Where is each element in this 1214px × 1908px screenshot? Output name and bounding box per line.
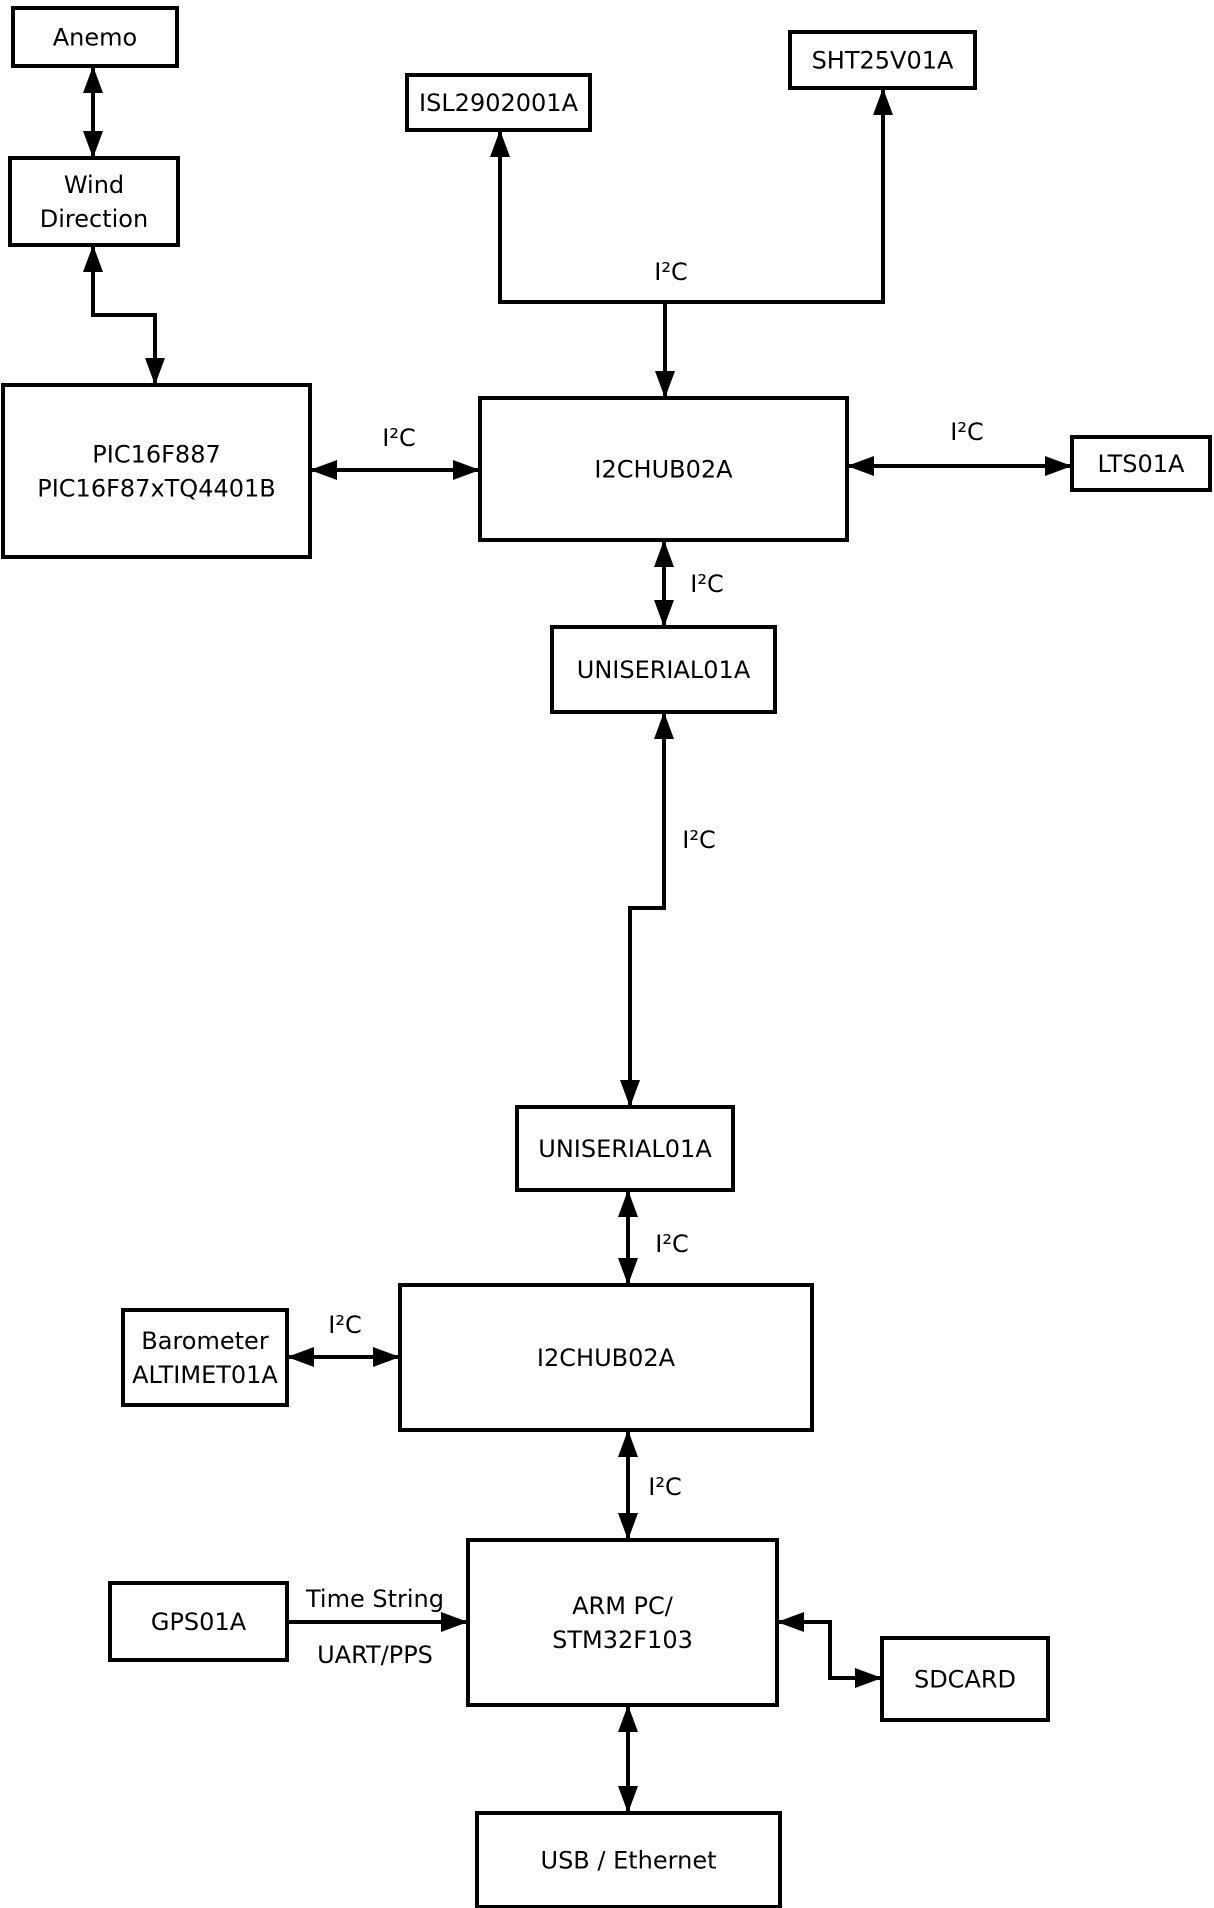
node-arm-pc-stm32f103: ARM PC/STM32F103: [466, 1538, 779, 1707]
edge-line-uniserial-top-uniserial-bottom: [620, 712, 674, 1107]
node-i2chub02a-bottom: I2CHUB02A: [398, 1283, 814, 1432]
node-box-arm-pc-stm32f103: [466, 1538, 779, 1707]
edge-line-arm-pc-sdcard: [777, 1612, 882, 1688]
edge-pic16f887-i2chub-top: I²C: [310, 424, 480, 480]
node-label-sht25v01a: SHT25V01A: [812, 46, 954, 74]
node-box-uniserial01a-bottom: [515, 1105, 735, 1192]
node-label-lts01a: LTS01A: [1098, 450, 1186, 478]
node-label-i2chub02a-bottom: I2CHUB02A: [537, 1344, 676, 1372]
edge-uniserial-bottom-i2chub-bottom: I²C: [618, 1190, 689, 1285]
edges-layer: I²C I²C I²C I²C I²C I²C I²C I²C Time StringUART/…: [83, 66, 1072, 1813]
edge-label-i2chub-top-lts01a: I²C: [950, 418, 983, 446]
node-label-usb-ethernet: USB / Ethernet: [541, 1846, 717, 1874]
node-box-anemo: [11, 6, 179, 68]
node-box-wind-direction: [8, 156, 180, 247]
edge-label-i2chub-bottom-arm-pc: I²C: [648, 1473, 681, 1501]
edge-line-wind-direction-pic16f887: [83, 245, 165, 385]
node-box-barometer-altimet01a: [121, 1308, 289, 1407]
node-sht25v01a: SHT25V01A: [788, 30, 977, 90]
node-anemo: Anemo: [11, 6, 179, 68]
edge-label-isl-sht-i2c-tee: I²C: [654, 258, 687, 286]
edge-wind-direction-pic16f887: [83, 245, 165, 385]
node-box-pic16f887: [1, 383, 312, 559]
edge-label-i2chub-top-uniserial-top: I²C: [690, 570, 723, 598]
node-uniserial01a-top: UNISERIAL01A: [550, 625, 777, 714]
edge-i2chub-top-uniserial-top: I²C: [654, 540, 724, 627]
node-box-usb-ethernet: [475, 1811, 782, 1908]
edge-i2chub-top-lts01a: I²C: [847, 418, 1072, 476]
node-gps01a: GPS01A: [108, 1581, 289, 1662]
node-i2chub02a-top: I2CHUB02A: [478, 396, 849, 542]
node-label-i2chub02a-top: I2CHUB02A: [594, 455, 733, 483]
edge-isl-sht-i2c-tee: I²C: [490, 88, 893, 304]
node-box-uniserial01a-top: [550, 625, 777, 714]
node-label-gps01a: GPS01A: [151, 1608, 247, 1636]
edge-barometer-i2chub-bottom: I²C: [287, 1311, 400, 1367]
node-usb-ethernet: USB / Ethernet: [475, 1811, 782, 1908]
node-box-i2chub02a-bottom: [398, 1283, 814, 1432]
node-box-sdcard: [880, 1636, 1050, 1722]
node-sdcard: SDCARD: [880, 1636, 1050, 1722]
node-box-isl2902001a: [405, 73, 592, 132]
node-box-sht25v01a: [788, 30, 977, 90]
node-uniserial01a-bottom: UNISERIAL01A: [515, 1105, 735, 1192]
node-label-isl2902001a: ISL2902001A: [419, 89, 579, 117]
edge-line-isl-sht-i2c-tee: [490, 88, 893, 304]
edge-label-pic16f887-i2chub-top: I²C: [382, 424, 415, 452]
node-label-uniserial01a-bottom: UNISERIAL01A: [538, 1135, 712, 1163]
node-isl2902001a: ISL2902001A: [405, 73, 592, 132]
node-box-i2chub02a-top: [478, 396, 849, 542]
edge-uniserial-top-uniserial-bottom: I²C: [620, 712, 716, 1107]
node-label-sdcard: SDCARD: [914, 1665, 1016, 1693]
edge-label-gps01a-arm-pc-2: UART/PPS: [317, 1641, 433, 1669]
edge-label-gps01a-arm-pc: Time String: [305, 1585, 444, 1613]
edge-label-barometer-i2chub-bottom: I²C: [328, 1311, 361, 1339]
edge-i2chub-bottom-arm-pc: I²C: [618, 1430, 682, 1540]
node-box-lts01a: [1070, 435, 1212, 492]
edge-label-uniserial-top-uniserial-bottom: I²C: [682, 826, 715, 854]
node-box-gps01a: [108, 1581, 289, 1662]
node-lts01a: LTS01A: [1070, 435, 1212, 492]
node-label-arm-pc-stm32f103: ARM PC/STM32F103: [552, 1592, 693, 1654]
edge-arm-pc-sdcard: [777, 1612, 882, 1688]
node-label-uniserial01a-top: UNISERIAL01A: [577, 656, 751, 684]
node-label-anemo: Anemo: [53, 23, 137, 51]
edge-label-uniserial-bottom-i2chub-bottom: I²C: [655, 1230, 688, 1258]
